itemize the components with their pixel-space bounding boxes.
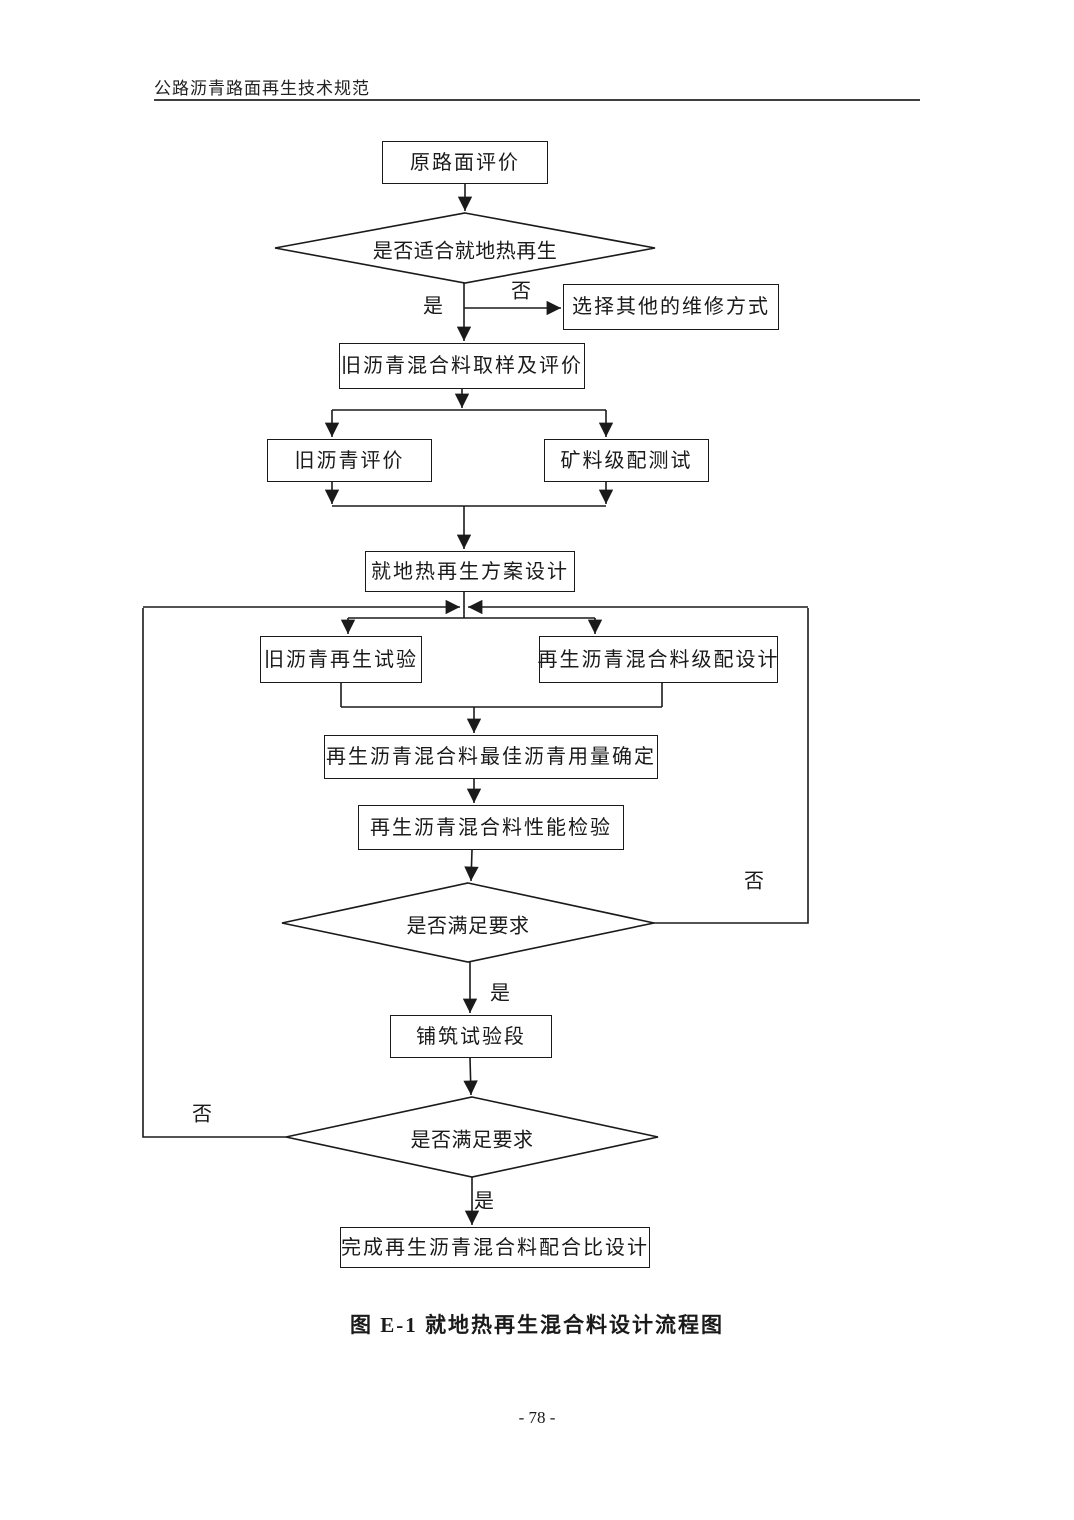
node-old-mixture-sampling-and-evaluation: 旧沥青混合料取样及评价 [339,343,585,389]
node-hot-in-place-recycling-scheme-design: 就地热再生方案设计 [365,551,575,592]
figure-caption: 图 E-1 就地热再生混合料设计流程图 [350,1313,724,1337]
node-label: 再生沥青混合料性能检验 [370,816,612,839]
node-old-asphalt-evaluation: 旧沥青评价 [267,439,432,482]
node-label: 旧沥青评价 [294,449,405,472]
decision-diamond-meet-1 [281,882,655,963]
node-label: 铺筑试验段 [416,1025,526,1048]
node-aggregate-gradation-test: 矿料级配测试 [544,439,709,482]
edge-performance-to-decision2 [464,849,479,882]
node-paving-test-section: 铺筑试验段 [390,1015,552,1058]
node-label: 原路面评价 [410,151,520,174]
node-complete-mix-proportion-design: 完成再生沥青混合料配合比设计 [340,1227,650,1268]
edge-label-no-3: 否 [192,1103,212,1126]
page-number: - 78 - [518,1408,556,1427]
decision-label-suitable: 是否适合就地热再生 [372,240,558,263]
decision-label-meet-1: 是否满足要求 [406,915,530,938]
header-rule [154,99,920,101]
decision-label-meet-2: 是否满足要求 [410,1129,534,1152]
feedback-right [653,608,809,924]
edge-paving-to-decision3 [463,1057,478,1096]
decision-diamond-meet-2 [285,1096,659,1178]
edge-label-yes-1: 是 [423,295,443,318]
node-recycled-mixture-performance-inspection: 再生沥青混合料性能检验 [358,805,624,850]
feedback-left [142,608,286,1138]
node-label: 旧沥青混合料取样及评价 [341,355,583,377]
node-label: 完成再生沥青混合料配合比设计 [341,1236,649,1259]
node-label: 就地热再生方案设计 [371,560,569,583]
node-label: 选择其他的维修方式 [572,296,770,318]
edge-label-yes-2: 是 [490,982,510,1005]
edge-label-no-2: 否 [744,870,764,893]
node-recycled-mixture-gradation-design: 再生沥青混合料级配设计 [537,636,780,683]
node-label: 旧沥青再生试验 [264,648,418,671]
node-choose-other-maintenance: 选择其他的维修方式 [563,284,779,330]
decision-diamond-suitable [274,212,656,284]
document-header: 公路沥青路面再生技术规范 [154,79,370,98]
node-old-asphalt-recycling-test: 旧沥青再生试验 [260,636,422,683]
edge-label-no-1: 否 [511,280,531,303]
node-original-pavement-evaluation: 原路面评价 [382,141,548,184]
node-label: 矿料级配测试 [560,449,693,472]
edge-label-yes-3: 是 [474,1190,494,1213]
node-label: 再生沥青混合料最佳沥青用量确定 [326,746,656,768]
node-optimal-asphalt-content-determination: 再生沥青混合料最佳沥青用量确定 [324,735,658,779]
node-label: 再生沥青混合料级配设计 [537,648,780,671]
